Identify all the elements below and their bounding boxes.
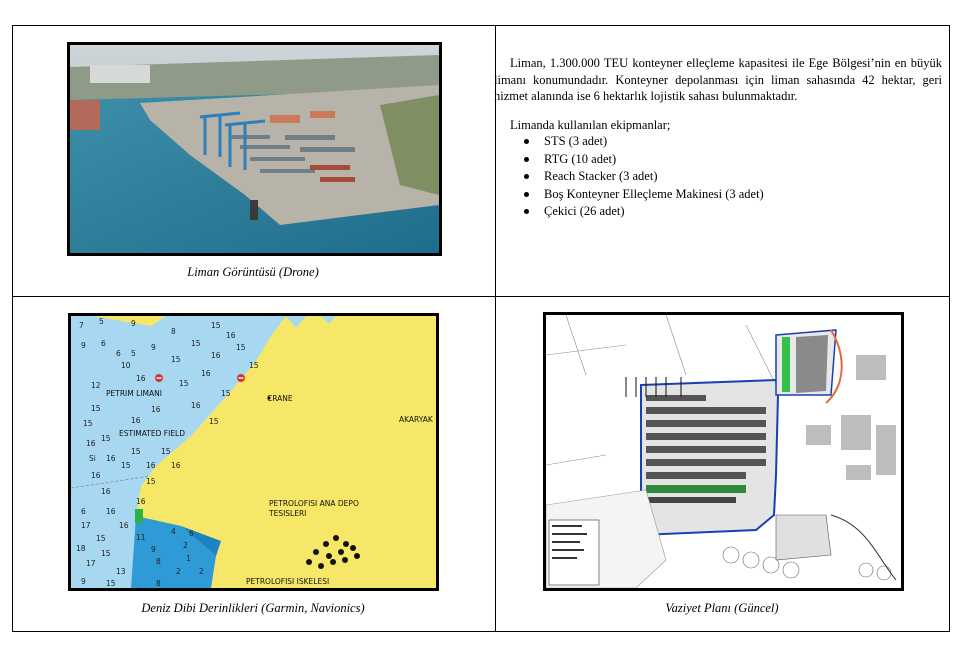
svg-text:16: 16 — [136, 374, 146, 383]
svg-text:12: 12 — [91, 381, 101, 390]
svg-text:15: 15 — [83, 419, 93, 428]
svg-text:9: 9 — [151, 343, 156, 352]
svg-text:15: 15 — [211, 321, 221, 330]
depth-caption: Deniz Dibi Derinlikleri (Garmin, Navioni… — [141, 601, 365, 615]
list-item: Çekici (26 adet) — [522, 203, 942, 221]
svg-text:15: 15 — [96, 534, 106, 543]
svg-text:15: 15 — [146, 477, 156, 486]
svg-text:16: 16 — [226, 331, 236, 340]
map-label-iskele: PETROLOFISI ISKELESI — [246, 577, 329, 586]
svg-text:8: 8 — [156, 557, 161, 566]
svg-text:5: 5 — [131, 349, 136, 358]
svg-text:16: 16 — [151, 405, 161, 414]
plan-caption: Vaziyet Planı (Güncel) — [665, 601, 779, 615]
svg-text:15: 15 — [191, 339, 201, 348]
map-label-akaryakit: AKARYAK — [399, 415, 434, 424]
port-description: Liman, 1.300.000 TEU konteyner elleçleme… — [494, 55, 942, 221]
svg-text:16: 16 — [191, 401, 201, 410]
svg-text:9: 9 — [81, 341, 86, 350]
list-item: RTG (10 adet) — [522, 151, 942, 169]
svg-text:11: 11 — [136, 533, 146, 542]
equipment-intro: Limanda kullanılan ekipmanlar; — [510, 117, 671, 132]
map-label-petrim: PETRIM LIMANI — [106, 389, 162, 398]
svg-text:16: 16 — [136, 497, 146, 506]
list-item: STS (3 adet) — [522, 133, 942, 151]
document-table — [12, 25, 950, 632]
svg-text:6: 6 — [81, 507, 86, 516]
map-label-depo: PETROLOFISI ANA DEPO — [269, 499, 359, 508]
drone-port-photo — [67, 42, 442, 256]
map-label-tesis: TESISLERI — [268, 509, 306, 518]
svg-text:6: 6 — [116, 349, 121, 358]
svg-text:13: 13 — [116, 567, 126, 576]
svg-text:15: 15 — [91, 404, 101, 413]
site-plan-drawing — [543, 312, 904, 591]
svg-text:16: 16 — [91, 471, 101, 480]
svg-text:16: 16 — [101, 487, 111, 496]
svg-text:1: 1 — [186, 554, 191, 563]
map-label-crane: CRANE — [267, 394, 293, 403]
svg-text:9: 9 — [151, 545, 156, 554]
svg-text:6: 6 — [101, 339, 106, 348]
svg-text:7: 7 — [79, 321, 84, 330]
svg-text:16: 16 — [131, 416, 141, 425]
svg-text:8: 8 — [156, 579, 161, 588]
svg-text:15: 15 — [236, 343, 246, 352]
svg-text:16: 16 — [119, 521, 129, 530]
svg-text:15: 15 — [101, 434, 111, 443]
svg-text:9: 9 — [131, 319, 136, 328]
svg-text:5: 5 — [99, 317, 104, 326]
svg-text:8: 8 — [171, 327, 176, 336]
svg-text:16: 16 — [201, 369, 211, 378]
svg-text:9: 9 — [81, 577, 86, 586]
svg-text:Si: Si — [89, 454, 96, 463]
svg-text:16: 16 — [146, 461, 156, 470]
svg-text:16: 16 — [211, 351, 221, 360]
svg-text:2: 2 — [176, 567, 181, 576]
svg-text:15: 15 — [161, 447, 171, 456]
description-paragraph: Liman, 1.300.000 TEU konteyner elleçleme… — [494, 56, 942, 103]
list-item: Boş Konteyner Elleçleme Makinesi (3 adet… — [522, 186, 942, 204]
svg-text:16: 16 — [106, 454, 116, 463]
svg-text:15: 15 — [209, 417, 219, 426]
svg-text:15: 15 — [221, 389, 231, 398]
svg-text:17: 17 — [81, 521, 91, 530]
drone-caption: Liman Görüntüsü (Drone) — [187, 265, 319, 279]
table-column-divider — [495, 26, 496, 631]
svg-text:10: 10 — [121, 361, 131, 370]
svg-text:15: 15 — [171, 355, 181, 364]
svg-text:17: 17 — [86, 559, 96, 568]
svg-text:15: 15 — [101, 549, 111, 558]
svg-text:15: 15 — [106, 579, 116, 588]
svg-text:2: 2 — [199, 567, 204, 576]
list-item: Reach Stacker (3 adet) — [522, 168, 942, 186]
svg-text:6: 6 — [189, 529, 194, 538]
svg-text:16: 16 — [106, 507, 116, 516]
svg-text:4: 4 — [171, 527, 176, 536]
svg-text:15: 15 — [179, 379, 189, 388]
svg-text:16: 16 — [86, 439, 96, 448]
table-row-divider — [13, 296, 949, 297]
map-label-estimated: ESTIMATED FIELD — [119, 429, 185, 438]
svg-text:15: 15 — [249, 361, 259, 370]
svg-text:16: 16 — [171, 461, 181, 470]
equipment-list: STS (3 adet) RTG (10 adet) Reach Stacker… — [494, 133, 942, 221]
svg-text:15: 15 — [131, 447, 141, 456]
svg-text:2: 2 — [183, 541, 188, 550]
svg-text:18: 18 — [76, 544, 86, 553]
svg-text:15: 15 — [121, 461, 131, 470]
